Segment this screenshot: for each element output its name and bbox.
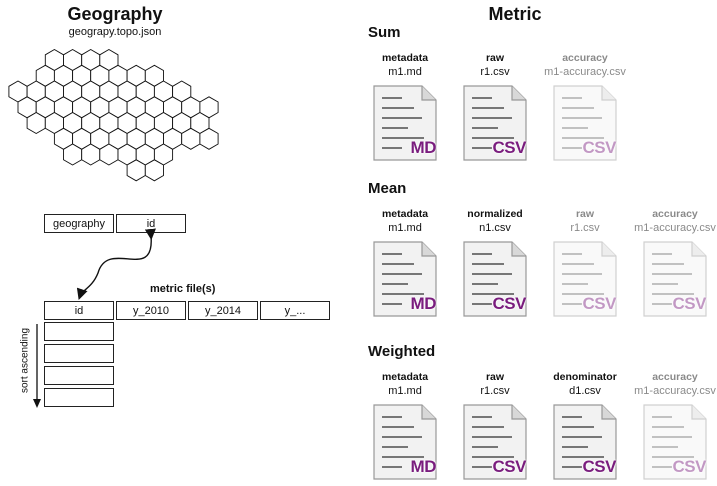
hexagon-cell <box>126 159 146 182</box>
document-icon: CSV <box>462 84 528 162</box>
file-name: m1-accuracy.csv <box>634 222 716 234</box>
file-title: raw <box>575 208 595 220</box>
file-type-badge: CSV <box>582 294 617 313</box>
file-type-badge: CSV <box>492 294 527 313</box>
file-type-badge: CSV <box>582 457 617 476</box>
file-name: m1.md <box>388 385 422 397</box>
hexagon-cell <box>144 159 164 182</box>
file-type-badge: CSV <box>672 294 707 313</box>
file-title: metadata <box>381 208 429 220</box>
file-title: raw <box>485 371 505 383</box>
section-sum-title: Sum <box>368 24 401 41</box>
double-arrow-icon <box>76 228 156 300</box>
file-name: r1.csv <box>480 66 510 78</box>
file-title: denominator <box>553 371 617 383</box>
file-title: metadata <box>381 371 429 383</box>
geography-header-cell: geography <box>44 214 114 233</box>
metric-col-y2014: y_2014 <box>188 301 258 320</box>
section-mean-title: Mean <box>368 180 407 197</box>
metric-col-y2010: y_2010 <box>116 301 186 320</box>
file-title: raw <box>485 52 505 64</box>
geography-title: Geography <box>67 4 163 24</box>
file-type-badge: MD <box>410 138 437 157</box>
hexagon-map-icon <box>8 48 219 182</box>
file-name: r1.csv <box>570 222 600 234</box>
file-type-badge: CSV <box>492 457 527 476</box>
file-name: r1.csv <box>480 385 510 397</box>
empty-row-cell <box>44 388 114 407</box>
section-weighted-title: Weighted <box>368 343 436 360</box>
file-title: normalized <box>467 208 523 220</box>
document-icon: CSV <box>642 403 708 481</box>
document-icon: CSV <box>552 240 618 318</box>
file-name: n1.csv <box>479 222 511 234</box>
file-type-badge: MD <box>410 294 437 313</box>
document-icon: CSV <box>552 84 618 162</box>
file-title: accuracy <box>652 371 698 383</box>
file-name: m1-accuracy.csv <box>634 385 716 397</box>
file-type-badge: CSV <box>582 138 617 157</box>
sort-arrow-icon <box>33 324 41 408</box>
empty-row-cell <box>44 322 114 341</box>
document-icon: MD <box>372 84 438 162</box>
file-name: m1.md <box>388 222 422 234</box>
document-icon: MD <box>372 403 438 481</box>
geography-file: geograpy.topo.json <box>68 26 162 38</box>
document-icon: CSV <box>552 403 618 481</box>
document-icon: CSV <box>462 403 528 481</box>
file-name: m1-accuracy.csv <box>544 66 626 78</box>
file-name: d1.csv <box>569 385 601 397</box>
sort-label: sort ascending <box>19 327 31 394</box>
file-title: accuracy <box>562 52 608 64</box>
metric-col-id: id <box>44 301 114 320</box>
empty-row-cell <box>44 344 114 363</box>
hexagon-cell <box>181 127 201 150</box>
file-name: m1.md <box>388 66 422 78</box>
file-type-badge: MD <box>410 457 437 476</box>
document-icon: MD <box>372 240 438 318</box>
file-type-badge: CSV <box>672 457 707 476</box>
file-type-badge: CSV <box>492 138 527 157</box>
file-title: metadata <box>381 52 429 64</box>
document-icon: CSV <box>462 240 528 318</box>
empty-row-cell <box>44 366 114 385</box>
document-icon: CSV <box>642 240 708 318</box>
hexagon-cell <box>199 127 219 150</box>
metric-files-label: metric file(s) <box>150 283 216 295</box>
metric-title: Metric <box>488 4 542 24</box>
metric-col-more: y_... <box>260 301 330 320</box>
file-title: accuracy <box>652 208 698 220</box>
